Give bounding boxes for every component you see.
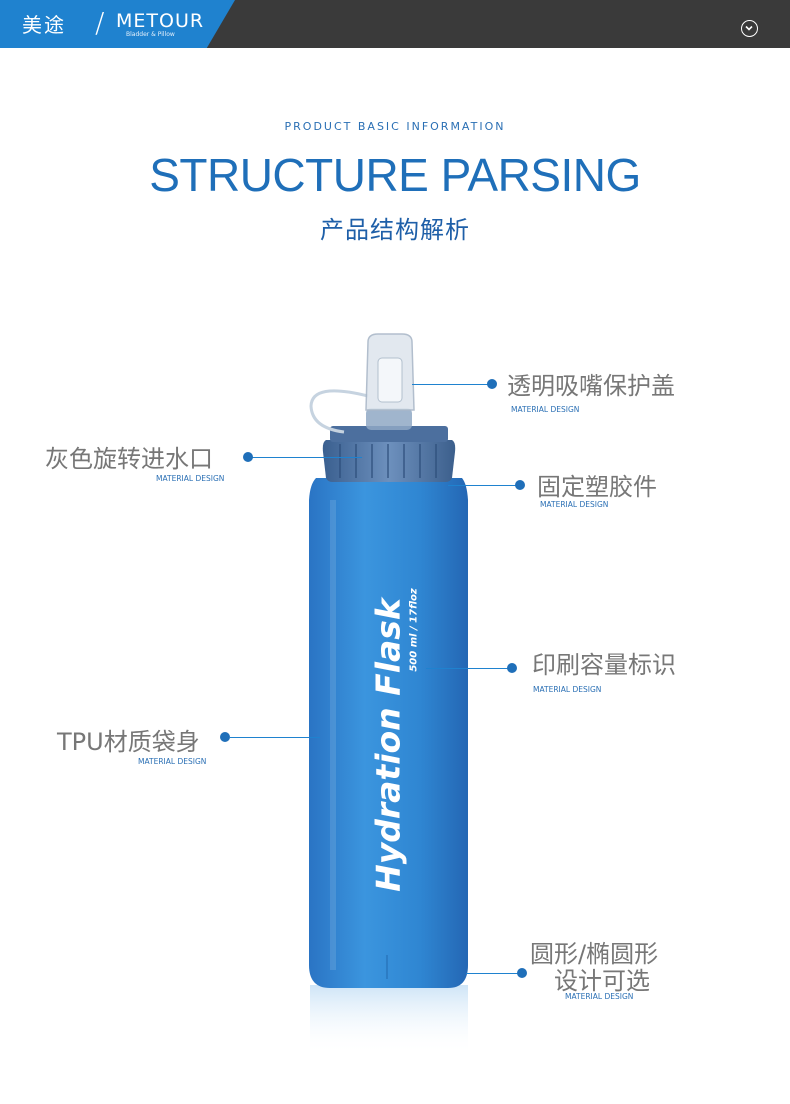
bottle-reflection (310, 985, 468, 1055)
callout-subtitle: MATERIAL DESIGN (511, 405, 580, 414)
callout-label: 透明吸嘴保护盖 (507, 372, 675, 400)
callout-label: TPU材质袋身 (57, 728, 200, 756)
body-dimple (386, 955, 388, 979)
callout-line-shape (466, 973, 522, 974)
section-eyebrow: PRODUCT BASIC INFORMATION (284, 120, 506, 133)
callout-label: 灰色旋转进水口 (45, 445, 213, 473)
bottle-cap-top (330, 426, 448, 442)
callout-dot-nozzle-cover (487, 379, 497, 389)
callout-dot-fixed-part (515, 480, 525, 490)
callout-line-nozzle-cover (412, 384, 492, 385)
callout-subtitle: MATERIAL DESIGN (540, 500, 609, 509)
section-title: STRUCTURE PARSING (149, 149, 641, 201)
callout-dot-tpu-body (220, 732, 230, 742)
tether-loop (309, 389, 369, 434)
callout-dot-inlet (243, 452, 253, 462)
callout-label-line2: 设计可选 (554, 967, 650, 995)
bottle-brand-text: Hydration Flask (368, 598, 408, 892)
brand-name-en: METOUR (116, 10, 205, 32)
nozzle-base (366, 408, 412, 430)
brand-name-cn: 美途 (22, 13, 66, 37)
callout-subtitle: MATERIAL DESIGN (533, 685, 602, 694)
section-subtitle: 产品结构解析 (320, 216, 470, 244)
brand-banner (0, 0, 235, 48)
nozzle-inner (377, 357, 403, 403)
top-bar: 美途 / METOUR Bladder & Pillow (0, 0, 790, 48)
callout-dot-shape (517, 968, 527, 978)
bottle-highlight (330, 500, 336, 970)
callout-line-inlet (252, 457, 362, 458)
callout-label: 圆形/椭圆形 (530, 940, 659, 968)
callout-line-fixed-part (448, 485, 520, 486)
brand-tagline: Bladder & Pillow (126, 31, 175, 38)
callout-subtitle: MATERIAL DESIGN (565, 992, 634, 1001)
chevron-down-circle-icon[interactable] (741, 20, 758, 37)
bottle-capacity-text: 500 ml / 17floz (408, 588, 420, 672)
bottle-body (309, 478, 468, 988)
callout-line-tpu-body (230, 737, 320, 738)
callout-label: 固定塑胶件 (537, 473, 657, 501)
callout-dot-capacity-print (507, 663, 517, 673)
callout-subtitle: MATERIAL DESIGN (156, 474, 225, 483)
callout-label: 印刷容量标识 (532, 651, 676, 679)
callout-subtitle: MATERIAL DESIGN (138, 757, 207, 766)
brand-separator: / (95, 6, 105, 39)
callout-line-capacity-print (426, 668, 512, 669)
